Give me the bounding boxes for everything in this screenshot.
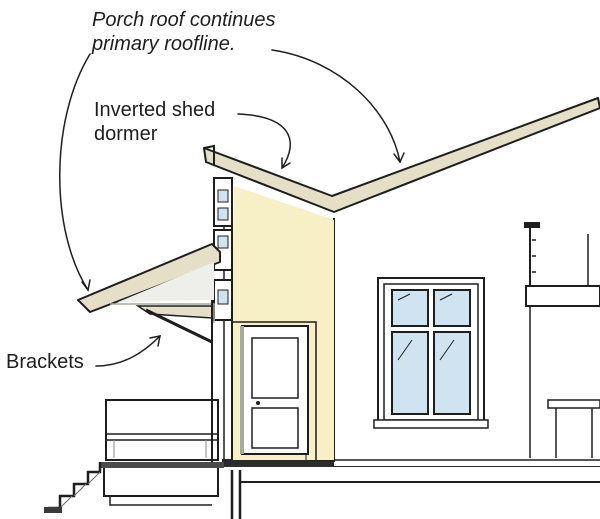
porch-roof-arrow <box>59 53 91 291</box>
interior-door <box>240 325 309 455</box>
brackets-callout: Brackets <box>6 351 84 373</box>
porch-steps <box>44 462 102 513</box>
porch-roof <box>77 243 221 340</box>
callout-arrows <box>59 49 405 367</box>
dormer-arrow <box>237 113 291 169</box>
porch-floor <box>100 462 224 468</box>
primary-roof <box>203 97 600 213</box>
dormer-callout-line1: Inverted shed <box>94 99 216 121</box>
main-window <box>373 277 489 429</box>
porch-roof-callout-line1: Porch roof continues <box>92 9 276 31</box>
bracket <box>135 300 213 462</box>
porch-roof-callout: Porch roof continues primary roofline. <box>92 8 275 56</box>
porch-roof-callout-line2: primary roofline. <box>92 33 236 55</box>
dormer-callout: Inverted shed dormer <box>94 98 215 146</box>
brackets-arrow <box>95 335 161 367</box>
right-partition <box>524 222 600 458</box>
roofline-arrow <box>271 49 401 163</box>
clerestory-windows <box>213 177 233 321</box>
porch-railing <box>105 399 219 461</box>
foundation <box>0 459 600 519</box>
dormer-callout-line2: dormer <box>94 123 158 145</box>
